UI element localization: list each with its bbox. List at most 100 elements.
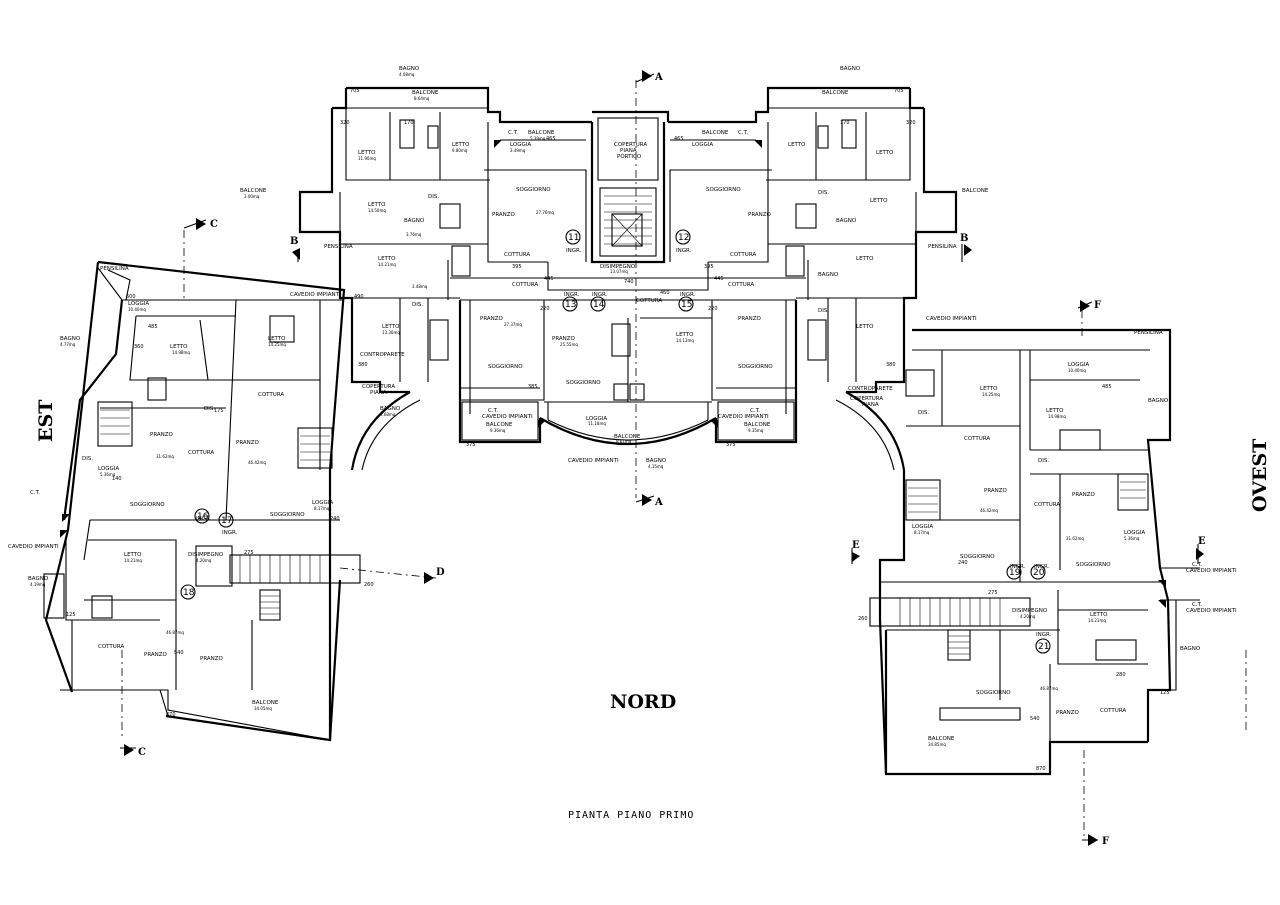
room-area: 27.76mq <box>536 210 554 215</box>
room-label: LETTO <box>452 142 470 148</box>
room-area: 46.87mq <box>1040 686 1058 691</box>
section-marker: E <box>852 540 860 551</box>
room-label: PENSILINA <box>928 244 957 250</box>
room-area: 3.00mq <box>244 194 260 199</box>
room-area: 9.35mq <box>748 428 764 433</box>
room-label: LETTO <box>856 256 874 262</box>
room-area: 27.37mq <box>504 322 522 327</box>
room-label: COPERTURA <box>614 142 647 148</box>
room-label: LETTO <box>378 256 396 262</box>
room-label: BALCONE <box>412 90 439 96</box>
section-marker: B <box>960 233 968 244</box>
room-area: 14.21mq <box>124 558 142 563</box>
dimension: 445 <box>544 276 554 282</box>
room-label: BALCONE <box>822 90 849 96</box>
room-label: INGR. <box>592 292 608 298</box>
room-label: INGR. <box>564 292 580 298</box>
room-labels: BAGNO 4.08mq BALCONE 8.64mq LETTO 9.80mq… <box>8 66 1237 747</box>
room-label: COTTURA <box>188 450 214 456</box>
room-label: INGR. <box>196 516 212 522</box>
room-label: SOGGIORNO <box>960 554 995 560</box>
room-label: BALCONE <box>486 422 513 428</box>
room-label: LETTO <box>856 324 874 330</box>
room-label: CAVEDIO IMPIANTI <box>718 414 769 420</box>
room-label: LETTO <box>124 552 142 558</box>
room-label: BALCONE <box>528 130 555 136</box>
section-marker: F <box>1094 300 1101 311</box>
room-label: CAVEDIO IMPIANTI <box>482 414 533 420</box>
room-label: DIS. <box>82 456 93 462</box>
room-label: LOGGIA <box>692 142 713 148</box>
section-marker: B <box>290 236 298 247</box>
room-area: 11.90mq <box>358 156 376 161</box>
room-label: LOGGIA <box>1068 362 1089 368</box>
room-label: C.T. <box>1192 562 1202 568</box>
room-area: 34.05mq <box>254 706 272 711</box>
dimension: 260 <box>858 616 868 622</box>
room-label: SOGGIORNO <box>706 187 741 193</box>
dimension: 540 <box>174 650 184 656</box>
room-label: INGR. <box>676 248 692 254</box>
dimension: 870 <box>166 712 176 718</box>
room-label: SOGGIORNO <box>516 187 551 193</box>
apartment-number: 15 <box>681 300 692 310</box>
room-label: COTTURA <box>636 298 662 304</box>
room-area: 5.36mq <box>1124 536 1140 541</box>
room-label: COTTURA <box>964 436 990 442</box>
room-label: SOGGIORNO <box>270 512 305 518</box>
dimension: 445 <box>714 276 724 282</box>
dimension: 280 <box>1116 672 1126 678</box>
room-area: 4.20mq <box>1020 614 1036 619</box>
room-area: 8.17mq <box>914 530 930 535</box>
room-area: 13.30mq <box>382 330 400 335</box>
room-label: PRANZO <box>236 440 260 446</box>
room-label: CAVEDIO IMPIANTI <box>568 458 619 464</box>
dimension: 465 <box>546 136 556 142</box>
room-label: C.T. <box>488 408 498 414</box>
room-label: PIANA <box>862 402 879 408</box>
room-label: BAGNO <box>404 218 425 224</box>
room-label: PENSILINA <box>1134 330 1163 336</box>
section-marker: D <box>436 567 445 578</box>
room-label: PRANZO <box>480 316 504 322</box>
room-label: DISIMPEGNO <box>1012 608 1048 614</box>
room-label: LOGGIA <box>312 500 333 506</box>
room-label: COTTURA <box>258 392 284 398</box>
room-label: LETTO <box>1046 408 1064 414</box>
room-area: 11.18mq <box>588 421 606 426</box>
dimension: 240 <box>958 560 968 566</box>
room-area: 46.87mq <box>166 630 184 635</box>
room-area: 3.49mq <box>510 148 526 153</box>
room-label: DIS. <box>918 410 929 416</box>
room-label: LETTO <box>980 386 998 392</box>
section-marker: A <box>654 497 663 508</box>
dimension: 375 <box>466 442 476 448</box>
room-area: 14.98mq <box>1048 414 1066 419</box>
room-label: BALCONE <box>928 736 955 742</box>
room-label: PORTICO <box>617 154 642 160</box>
dimension: 220 <box>540 306 550 312</box>
room-area: 31.62mq <box>156 454 174 459</box>
room-label: LOGGIA <box>98 466 119 472</box>
dimension: 380 <box>886 362 896 368</box>
room-label: BALCONE <box>614 434 641 440</box>
room-area: 9.36mq <box>490 428 506 433</box>
room-label: LOGGIA <box>912 524 933 530</box>
room-label: COTTURA <box>1034 502 1060 508</box>
room-label: COPERTURA <box>362 384 395 390</box>
room-label: PENSILINA <box>100 266 129 272</box>
room-label: BAGNO <box>818 272 839 278</box>
room-area: 10.40mq <box>1068 368 1086 373</box>
room-label: LETTO <box>876 150 894 156</box>
dimension: 465 <box>674 136 684 142</box>
apartment-number: 17 <box>221 516 232 526</box>
room-label: COTTURA <box>730 252 756 258</box>
room-label: CAVEDIO IMPIANTI <box>290 292 341 298</box>
room-label: CONTROPARETE <box>848 386 893 392</box>
room-label: LETTO <box>382 324 400 330</box>
room-area: 14.25mq <box>982 392 1000 397</box>
room-label: BALCONE <box>962 188 989 194</box>
room-label: PRANZO <box>748 212 772 218</box>
central-block <box>298 86 958 471</box>
room-area: 14.13mq <box>676 338 694 343</box>
